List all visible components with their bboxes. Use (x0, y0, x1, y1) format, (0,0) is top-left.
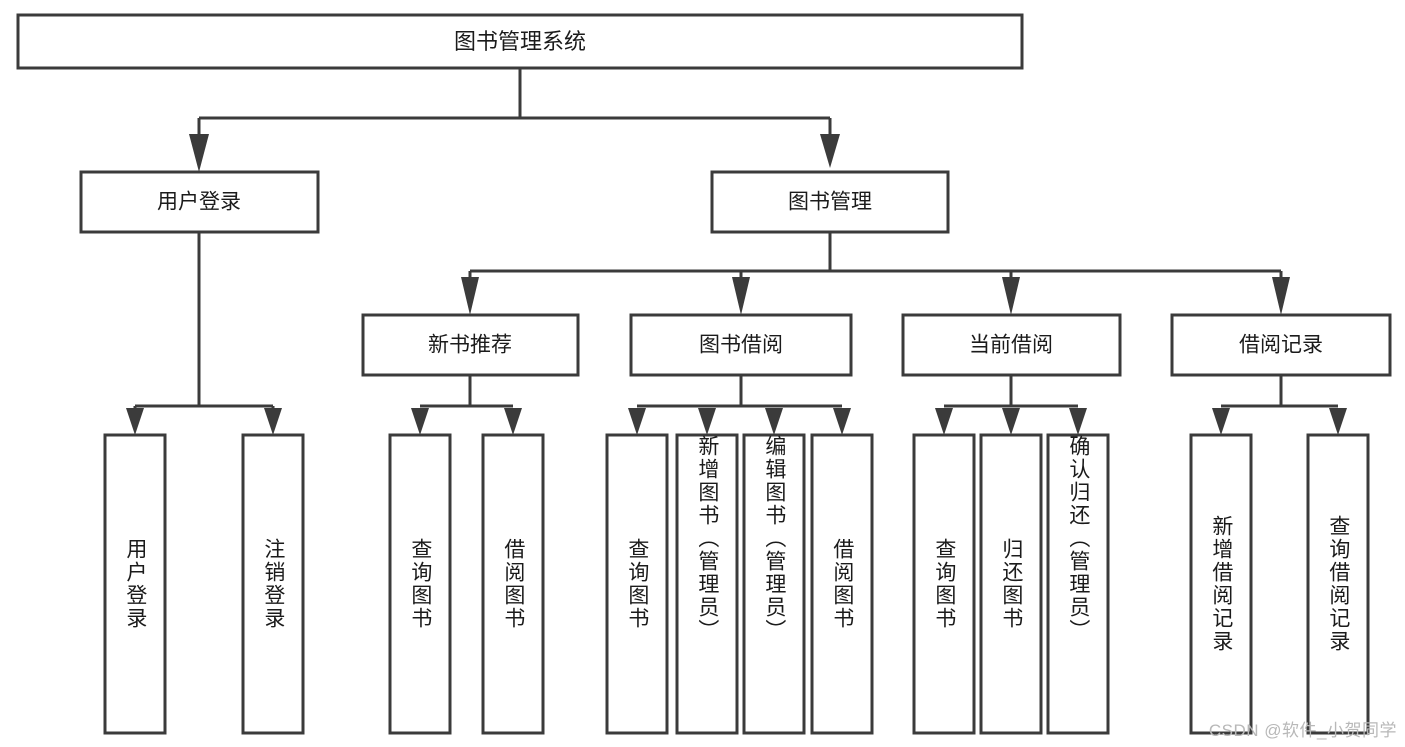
leaf-box-current-borrow-1[interactable] (912, 433, 976, 735)
node-current-borrow-box[interactable] (901, 313, 1122, 377)
watermark-text: CSDN @软件_小贺同学 (1208, 721, 1397, 740)
arrow-head-b1 (628, 408, 646, 435)
arrow-head-c2 (1002, 408, 1020, 435)
leaf-box-new-book-2[interactable] (481, 433, 545, 735)
leaf-box-book-borrow-3[interactable] (742, 433, 806, 735)
leaf-box-book-borrow-4[interactable] (810, 433, 874, 735)
node-new-book-recommend[interactable]: 新书推荐 (361, 313, 580, 377)
leaf-box-user-login-2[interactable] (241, 433, 305, 735)
leaf-box-new-book-1[interactable] (388, 433, 452, 735)
connector-group-book-manage (461, 232, 1290, 315)
node-current-borrow-label: 当前借阅 (969, 334, 1053, 357)
node-root[interactable]: 图书管理系统 (16, 13, 1024, 70)
arrow-head-l2-4 (1272, 277, 1290, 315)
arrow-head-r2 (1329, 408, 1347, 435)
connector-group-book-borrow (628, 375, 851, 435)
node-book-borrow[interactable]: 图书借阅 (629, 313, 853, 377)
node-book-borrow-label: 图书借阅 (699, 334, 783, 357)
node-borrow-record-label: 借阅记录 (1239, 334, 1323, 357)
connector-group-user-login (126, 232, 282, 435)
arrow-head-u1 (126, 408, 144, 435)
arrow-head-b3 (765, 408, 783, 435)
leaf-box-book-borrow-2[interactable] (675, 433, 739, 735)
arrow-head-n2 (504, 408, 522, 435)
arrow-head-user-login (189, 134, 209, 172)
leaf-box-borrow-record-2[interactable] (1306, 433, 1370, 735)
connector-group-current-borrow (935, 375, 1087, 435)
arrow-head-l2-3 (1002, 277, 1020, 315)
node-book-manage[interactable]: 图书管理 (710, 170, 950, 234)
arrow-head-c3 (1069, 408, 1087, 435)
arrow-head-book-manage (820, 134, 840, 168)
connector-group-new-book (411, 375, 522, 435)
node-current-borrow[interactable]: 当前借阅 (901, 313, 1122, 377)
node-borrow-record[interactable]: 借阅记录 (1170, 313, 1392, 377)
arrow-head-r1 (1212, 408, 1230, 435)
leaf-box-user-login-1[interactable] (103, 433, 167, 735)
arrow-head-b4 (833, 408, 851, 435)
connector-group-root (189, 68, 840, 172)
node-new-book-recommend-box[interactable] (361, 313, 580, 377)
node-root-label: 图书管理系统 (454, 29, 586, 54)
leaf-box-borrow-record-1[interactable] (1189, 433, 1253, 735)
leaf-box-book-borrow-1[interactable] (605, 433, 669, 735)
node-book-manage-label: 图书管理 (788, 191, 872, 214)
leaf-box-current-borrow-2[interactable] (979, 433, 1043, 735)
arrow-head-b2 (698, 408, 716, 435)
node-user-login-box[interactable] (79, 170, 320, 234)
arrow-head-u2 (264, 408, 282, 435)
node-book-manage-box[interactable] (710, 170, 950, 234)
node-user-login-label: 用户登录 (157, 191, 241, 214)
arrow-head-c1 (935, 408, 953, 435)
leaf-box-current-borrow-3[interactable] (1046, 433, 1110, 735)
leaf-box-group (103, 433, 1370, 735)
node-book-borrow-box[interactable] (629, 313, 853, 377)
connector-group-borrow-record (1212, 375, 1347, 435)
arrow-head-l2-1 (461, 277, 479, 315)
arrow-head-l2-2 (732, 277, 750, 315)
node-borrow-record-box[interactable] (1170, 313, 1392, 377)
node-root-box[interactable] (16, 13, 1024, 70)
node-user-login[interactable]: 用户登录 (79, 170, 320, 234)
node-new-book-recommend-label: 新书推荐 (428, 334, 512, 357)
arrow-head-n1 (411, 408, 429, 435)
